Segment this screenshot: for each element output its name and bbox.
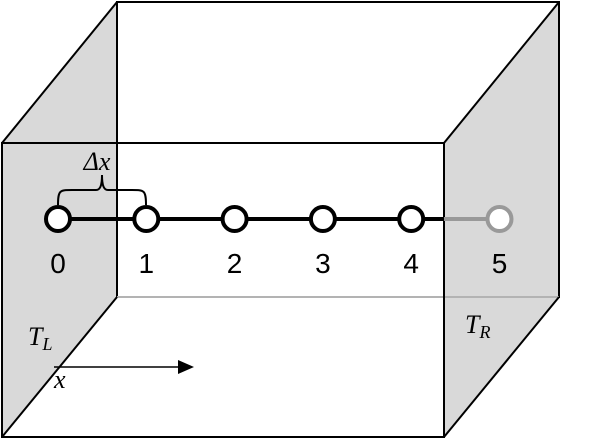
node-4-label: 4 (403, 248, 419, 279)
delta-x-label: Δx (83, 147, 111, 176)
node-5-label: 5 (492, 248, 508, 279)
node-1-label: 1 (139, 248, 155, 279)
node-0-label: 0 (50, 248, 66, 279)
front-face (1, 142, 445, 438)
nodes: 0 1 2 3 4 5 (44, 205, 514, 279)
right-temperature-label: TR (465, 310, 490, 342)
top-left-edge (1, 1, 118, 144)
floor-right-edge (443, 296, 560, 438)
node-2-marker (220, 205, 249, 233)
node-1-marker (132, 205, 161, 233)
node-4-marker (397, 205, 426, 233)
delta-x-brace (57, 174, 147, 206)
top-right-edge (443, 1, 560, 144)
node-2-label: 2 (227, 248, 243, 279)
x-axis-arrowhead (178, 360, 194, 374)
node-0-marker (44, 205, 72, 233)
node-5-marker (485, 205, 514, 233)
left-temperature-label: TL (28, 322, 52, 354)
x-axis-label: x (53, 365, 66, 394)
node-3-label: 3 (315, 248, 331, 279)
node-3-marker (308, 205, 337, 233)
